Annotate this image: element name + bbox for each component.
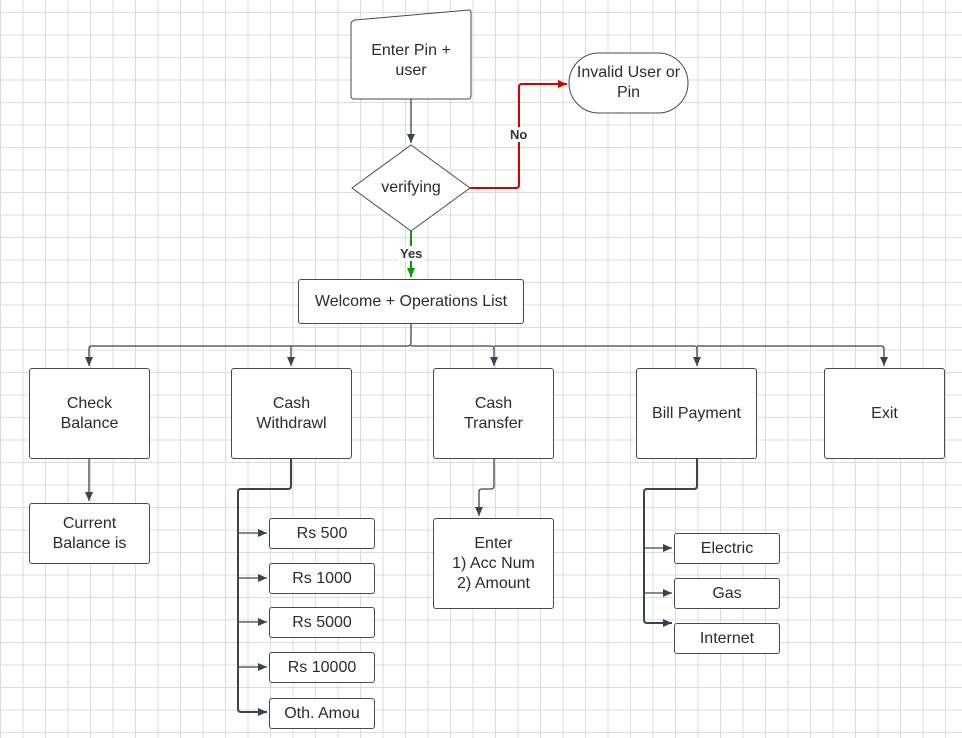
edge-to-transfer — [411, 345, 498, 366]
transfer-details-box[interactable]: Enter 1) Acc Num 2) Amount — [433, 518, 554, 609]
edge-transfer-details — [475, 458, 495, 516]
enter-pin-label: Enter Pin + user — [371, 42, 451, 79]
electric-box[interactable]: Electric — [674, 533, 780, 564]
exit-box[interactable]: Exit — [824, 368, 945, 459]
check-balance-box[interactable]: Check Balance — [29, 368, 150, 459]
edge-bill-trunk — [643, 458, 698, 627]
invalid-user-shape[interactable] — [568, 52, 689, 114]
verifying-label: verifying — [381, 179, 441, 196]
rs5000-box[interactable]: Rs 5000 — [269, 607, 375, 638]
cash-transfer-box[interactable]: Cash Transfer — [433, 368, 554, 459]
edge-to-bill — [494, 345, 701, 366]
internet-box[interactable]: Internet — [674, 623, 780, 654]
welcome-operations-box[interactable]: Welcome + Operations List — [298, 279, 524, 324]
enter-pin-shape[interactable] — [350, 9, 472, 100]
invalid-user-label: Invalid User or Pin — [576, 64, 681, 101]
edge-welcome-bus — [85, 323, 412, 366]
bill-payment-box[interactable]: Bill Payment — [636, 368, 757, 459]
gas-box[interactable]: Gas — [674, 578, 780, 609]
cash-withdrawl-box[interactable]: Cash Withdrawl — [231, 368, 352, 459]
other-amount-box[interactable]: Oth. Amou — [269, 698, 375, 729]
rs1000-box[interactable]: Rs 1000 — [269, 563, 375, 594]
edge-withdrawl-trunk — [237, 458, 292, 716]
rs500-box[interactable]: Rs 500 — [269, 518, 375, 549]
edge-label-yes: Yes — [398, 246, 425, 261]
current-balance-box[interactable]: Current Balance is — [29, 503, 150, 564]
edge-to-exit — [697, 345, 888, 366]
rs10000-box[interactable]: Rs 10000 — [269, 652, 375, 683]
edge-label-no: No — [508, 127, 530, 142]
